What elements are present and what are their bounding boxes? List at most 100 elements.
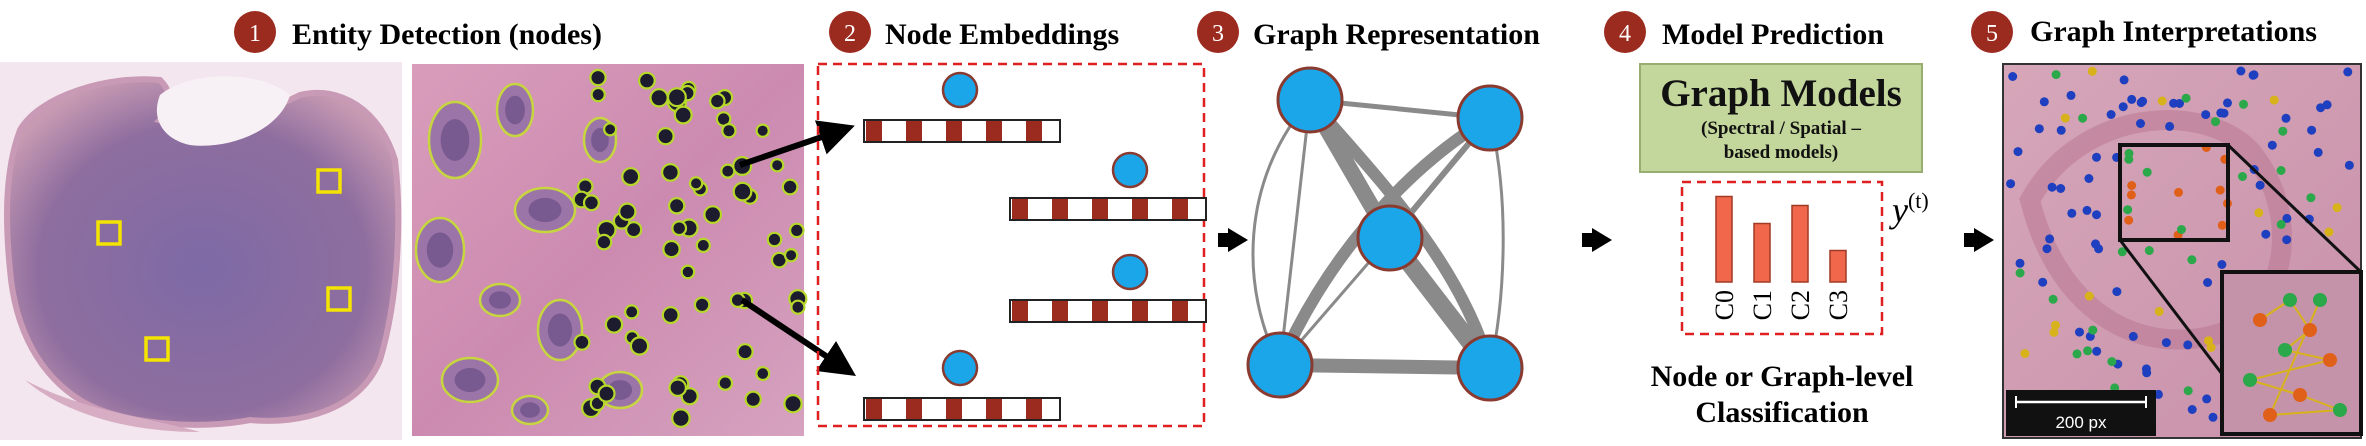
- step-5-header: 5 Graph Interpretations: [1971, 11, 2317, 53]
- interpretation-node: [2144, 246, 2154, 255]
- interpretation-node: [2187, 405, 2197, 414]
- interpretation-node: [2208, 412, 2218, 422]
- interpretation-node: [2006, 179, 2016, 189]
- interpretation-node: [2091, 239, 2100, 249]
- interpretation-node: [2215, 185, 2225, 195]
- roi-box: [144, 336, 170, 362]
- interpretation-node: [2174, 187, 2183, 197]
- step-2-title: Node Embeddings: [885, 18, 1119, 51]
- embedding-node: [941, 71, 979, 109]
- graph-models-subtitle-1: (Spectral / Spatial –: [1701, 118, 1861, 139]
- zoom-connector: [2226, 143, 2363, 274]
- nucleus: [661, 162, 680, 182]
- interpretation-node: [2008, 72, 2018, 81]
- nucleus: [671, 220, 688, 237]
- interpretation-node: [2127, 181, 2137, 190]
- interpretation-node: [2278, 126, 2288, 136]
- nucleus-core: [505, 95, 525, 125]
- roi-box: [316, 168, 342, 194]
- interpretation-node: [2344, 160, 2354, 170]
- interpretation-node: [2313, 147, 2323, 157]
- interpretation-node: [2075, 327, 2084, 337]
- interpretation-node: [2106, 110, 2116, 119]
- step-arrow-icon: [1582, 233, 1594, 247]
- small-nuclei: [572, 68, 808, 428]
- step-5-title: Graph Interpretations: [2030, 15, 2317, 48]
- step-4-number: 4: [1619, 21, 1631, 47]
- nucleus: [624, 304, 640, 320]
- interpretation-node: [2142, 167, 2152, 177]
- nucleus: [589, 68, 607, 87]
- whole-slide-image: [0, 62, 402, 440]
- nucleus: [790, 299, 806, 315]
- inset-edge: [2299, 394, 2341, 411]
- prediction-bar: [1829, 249, 1847, 283]
- step-2-header: 2 Node Embeddings: [829, 11, 1119, 53]
- interpretation-node: [2020, 349, 2030, 358]
- prediction-bar: [1715, 195, 1733, 283]
- nucleus-core: [547, 313, 573, 347]
- interpretation-node: [2236, 66, 2246, 76]
- interpretation-node: [2045, 234, 2055, 244]
- nucleus-core: [426, 232, 454, 268]
- step-3-badge: [1197, 11, 1239, 53]
- interpretation-node: [2112, 287, 2122, 297]
- roi-box: [96, 220, 122, 246]
- step-1-number: 1: [249, 21, 261, 47]
- prediction-bar: [1791, 204, 1809, 283]
- interpretation-node: [2211, 117, 2220, 127]
- interpretation-node: [2165, 121, 2175, 131]
- interpretation-node: [2013, 147, 2023, 157]
- step-arrow-icon: [1592, 228, 1612, 252]
- nucleus: [618, 202, 637, 221]
- step-5-number: 5: [1986, 21, 1998, 47]
- roi-box: [326, 286, 352, 312]
- prediction-bar-label: C3: [1824, 290, 1853, 320]
- interpretation-node: [2126, 190, 2136, 200]
- interpretation-node: [2255, 180, 2265, 190]
- nucleus: [590, 86, 606, 103]
- inset-node: [2323, 353, 2337, 367]
- nucleus: [638, 71, 656, 90]
- interpretation-node: [2084, 174, 2094, 183]
- nucleus-core: [489, 291, 511, 309]
- interpretation-node: [2015, 258, 2025, 268]
- interpretation-node: [2282, 235, 2292, 245]
- step-5-badge: [1971, 11, 2013, 53]
- inset-node: [2303, 323, 2317, 337]
- interpretation-node: [2088, 325, 2098, 335]
- nucleus: [573, 333, 591, 351]
- interpretation-node: [2107, 357, 2117, 367]
- nucleus: [703, 205, 723, 225]
- interpretation-node: [2282, 213, 2292, 223]
- interpretation-node: [2261, 229, 2271, 239]
- interpretation-node: [2177, 225, 2186, 234]
- classification-caption-line-2: Classification: [1695, 396, 1869, 429]
- interpretation-node: [2239, 99, 2248, 109]
- embedding-feature: [906, 121, 922, 141]
- interpretation-node: [2276, 166, 2286, 175]
- embedding-feature: [1132, 199, 1148, 219]
- nucleus: [766, 231, 783, 248]
- interpretation-node: [2038, 277, 2048, 287]
- interpretation-node: [2083, 346, 2093, 356]
- embedding-feature: [946, 121, 962, 141]
- embedding-feature: [1172, 301, 1188, 321]
- interpretation-node: [2087, 66, 2097, 76]
- prediction-dashed-box: [1680, 180, 1884, 336]
- embedding-feature: [1172, 199, 1188, 219]
- embedding-node: [1111, 151, 1149, 189]
- nucleus: [604, 315, 624, 334]
- interpretation-node: [2118, 102, 2128, 112]
- zoom-connector: [2118, 239, 2224, 375]
- nucleus-core: [454, 367, 486, 393]
- interpretation-node: [2124, 154, 2134, 164]
- interpretation-node: [2124, 215, 2134, 225]
- step-2-number: 2: [844, 21, 856, 47]
- nucleus: [770, 157, 785, 173]
- interpretation-node: [2039, 97, 2049, 107]
- inset-edge: [2269, 299, 2321, 416]
- interpretation-nodes: [2006, 66, 2354, 434]
- zoom-source-box: [2118, 143, 2230, 242]
